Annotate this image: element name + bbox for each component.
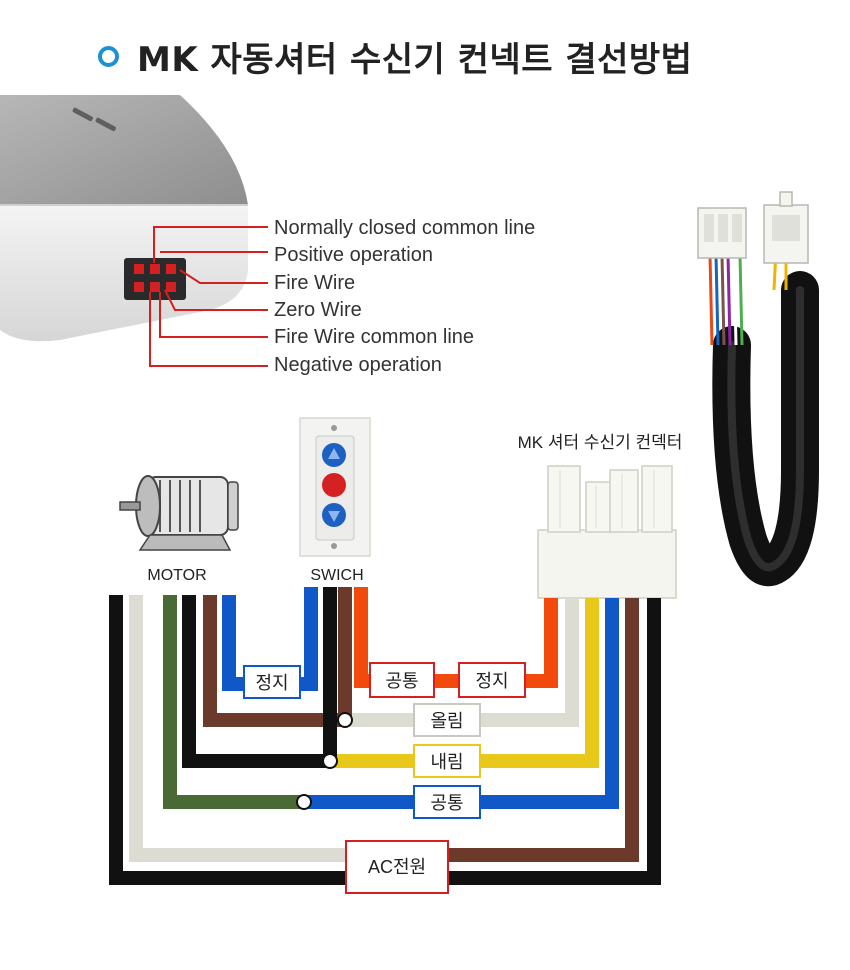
label-common-bottom: 공통 [413, 785, 481, 819]
wire-gray-up [345, 598, 579, 727]
motor-label: MOTOR [147, 567, 206, 584]
label-text: AC전원 [368, 857, 426, 877]
label-text: 내림 [430, 752, 463, 772]
wire-paths [109, 587, 661, 885]
junction-node [322, 753, 338, 769]
junction-node [296, 794, 312, 810]
switch-label: SWICH [310, 567, 363, 584]
wire-orange-common [354, 587, 558, 688]
stop-button-icon [322, 473, 346, 497]
wire-junctions [296, 712, 353, 810]
cable-harness-image [697, 191, 819, 587]
wire-gray-ac [129, 595, 346, 862]
wire-blue-common [304, 598, 619, 809]
callout-label: Positive operation [274, 244, 433, 266]
wire-brown-motor [203, 595, 345, 727]
label-text: 정지 [255, 673, 288, 693]
pin-callout-lines [149, 226, 268, 367]
label-text: 공통 [385, 671, 418, 691]
junction-node [337, 712, 353, 728]
bullet-circle-icon [98, 45, 119, 67]
label-text: 공통 [430, 793, 463, 813]
motor-icon [119, 475, 239, 551]
wire-green-motor [163, 595, 304, 809]
label-stop-left: 정지 [243, 665, 301, 699]
wire-black-motor [182, 595, 330, 768]
connector-pins [134, 264, 176, 292]
receiver-box-image [0, 95, 248, 342]
callout-label: Fire Wire common line [274, 326, 474, 348]
label-text: 올림 [430, 711, 463, 731]
page-title: MK 자동셔터 수신기 컨넥트 결선방법 [137, 39, 693, 80]
connector-icon [537, 465, 677, 599]
callout-label: Fire Wire [274, 272, 355, 294]
label-down: 내림 [413, 744, 481, 778]
page-header: MK 자동셔터 수신기 컨넥트 결선방법 [98, 30, 692, 82]
connector-label: MK 셔터 수신기 컨덱터 [518, 433, 683, 452]
label-text: 정지 [475, 671, 508, 691]
callout-label: Zero Wire [274, 299, 362, 321]
wire-brown-ac [448, 598, 639, 862]
switch-icon [299, 417, 371, 557]
label-stop-right: 정지 [458, 662, 526, 698]
callout-label: Negative operation [274, 354, 442, 376]
label-common-top: 공통 [369, 662, 435, 698]
pin-callout-labels: Normally closed common line Positive ope… [274, 217, 535, 376]
callout-label: Normally closed common line [274, 217, 535, 239]
label-up: 올림 [413, 703, 481, 737]
label-ac-power: AC전원 [345, 840, 449, 894]
